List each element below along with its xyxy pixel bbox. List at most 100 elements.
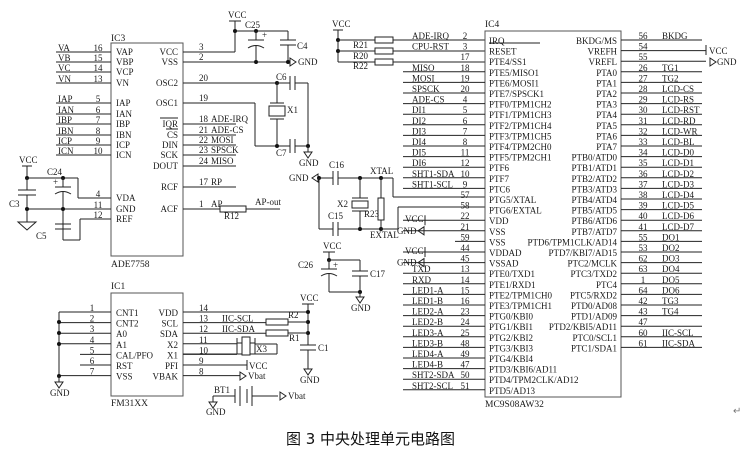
net-label: IIC-SCL bbox=[662, 328, 694, 338]
pin-name: PTA3 bbox=[596, 100, 617, 110]
net-label: VA bbox=[58, 43, 70, 53]
ic4-ref: IC4 bbox=[485, 20, 500, 30]
pin-name: VDA bbox=[116, 193, 136, 203]
net-label: DI3 bbox=[412, 126, 426, 136]
c7-label: C7 bbox=[276, 148, 287, 158]
ic4-mc9s08aw32: IC4 MC9S08AW32 IRQ2ADE-IRQRESET3CPU-RSTP… bbox=[397, 20, 706, 410]
pin-number: 12 bbox=[94, 210, 103, 220]
pin-name: PTA2 bbox=[596, 89, 617, 99]
pin-name: PTD2/KBI5/AD11 bbox=[549, 322, 617, 332]
pin-name: PTA0 bbox=[596, 68, 617, 78]
net-label: SHT1-SCL bbox=[412, 179, 453, 189]
vcc-label: VCC bbox=[405, 214, 424, 224]
pin-number: 28 bbox=[639, 84, 649, 94]
net-label: IIC-SCL bbox=[222, 314, 254, 324]
net-label: ADE-IRQ bbox=[211, 114, 248, 124]
pin-name: VREFL bbox=[588, 57, 617, 67]
pin-name: PTB5/ATD5 bbox=[571, 206, 617, 216]
pin-name: PTB0/ATD0 bbox=[571, 153, 617, 163]
polarity-plus: + bbox=[53, 177, 58, 187]
bt1-label: BT1 bbox=[214, 385, 230, 395]
pin-number: 15 bbox=[461, 285, 471, 295]
net-label: ADE-IRQ bbox=[412, 31, 449, 41]
vbat-label: Vbat bbox=[288, 391, 306, 401]
pin-name: VCP bbox=[116, 67, 134, 77]
pin-number: 47 bbox=[639, 317, 649, 327]
ground-icon bbox=[16, 221, 38, 231]
pin-name: PTD4/TPM2CLK/AD12 bbox=[489, 375, 579, 385]
pin-name: PTF0/TPM1CH2 bbox=[489, 100, 552, 110]
gnd-label: GND bbox=[397, 226, 417, 236]
ap-output: R12 AP-out bbox=[200, 197, 282, 221]
pin-number: 12 bbox=[461, 158, 470, 168]
pin-number: 60 bbox=[639, 328, 649, 338]
pin-number: 1 bbox=[641, 275, 646, 285]
mcu-decoupling: VCC + C26 C17 GND bbox=[298, 241, 386, 313]
pin-name: PTC4 bbox=[596, 280, 618, 290]
caption-text: 图 3 中央处理单元电路图 bbox=[285, 430, 456, 448]
net-label: IIC-SDA bbox=[222, 324, 255, 334]
r12-label: R12 bbox=[224, 211, 239, 221]
net-label: MISO bbox=[412, 63, 435, 73]
pin-name: IQR bbox=[163, 119, 179, 129]
pin-number: 32 bbox=[639, 126, 648, 136]
pin-number: 10 bbox=[461, 169, 471, 179]
pin-number: 5 bbox=[96, 94, 101, 104]
vbat-arrow-icon bbox=[279, 391, 287, 401]
pin-name: PTD1/AD09 bbox=[571, 312, 618, 322]
pin-name: PTG0/KBI0 bbox=[489, 312, 534, 322]
gnd-label: GND bbox=[50, 388, 70, 398]
pin-number: 1 bbox=[90, 303, 95, 313]
net-label: DO1 bbox=[662, 232, 680, 242]
pin-number: 11 bbox=[461, 148, 470, 158]
gnd-label: GND bbox=[300, 375, 320, 385]
net-label: LCD-BL bbox=[662, 137, 695, 147]
net-label: LCD-D6 bbox=[662, 211, 694, 221]
pin-number: 24 bbox=[461, 317, 471, 327]
pin-name: VDD bbox=[159, 308, 179, 318]
net-label: ADE-CS bbox=[412, 95, 445, 105]
pin-name: PTE1/RXD1 bbox=[489, 280, 536, 290]
pin-name: PTE4/SS1 bbox=[489, 57, 527, 67]
pin-number: 16 bbox=[461, 296, 471, 306]
pin-name: PTA7 bbox=[596, 142, 617, 152]
r22-label: R22 bbox=[353, 61, 368, 71]
pin-name: RCF bbox=[161, 182, 178, 192]
pin-name: IBP bbox=[116, 119, 130, 129]
net-label: ICN bbox=[58, 146, 74, 156]
pin-number: 15 bbox=[94, 53, 104, 63]
pin-number: 19 bbox=[461, 73, 471, 83]
pin-name: REF bbox=[116, 214, 133, 224]
pin-number: 43 bbox=[639, 307, 649, 317]
